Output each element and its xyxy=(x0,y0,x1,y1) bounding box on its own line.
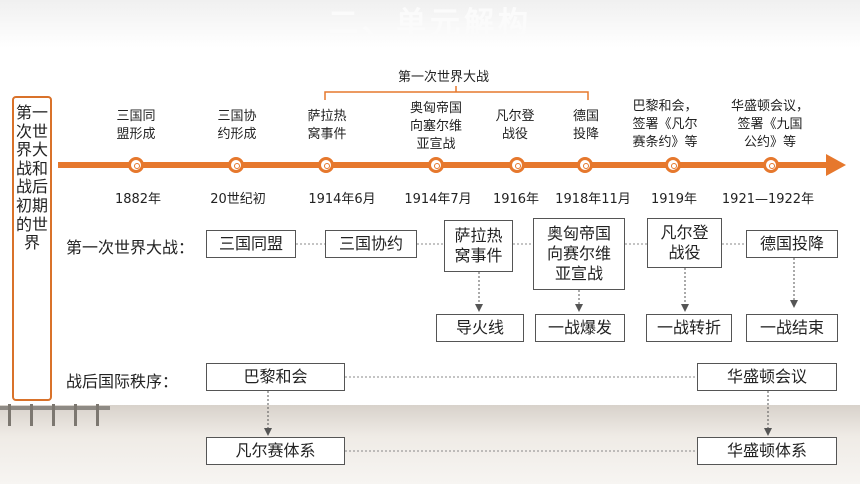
ww1-result-box: 一战结束 xyxy=(746,314,838,342)
timeline-node xyxy=(509,157,525,173)
timeline-node xyxy=(577,157,593,173)
timeline-event: 三国同 盟形成 xyxy=(116,109,156,142)
timeline-year: 20世纪初 xyxy=(210,192,266,207)
timeline-event: 巴黎和会， 签署《凡尔 赛条约》等 xyxy=(632,99,698,150)
timeline-node xyxy=(318,157,334,173)
timeline-event: 三国协 约形成 xyxy=(217,109,257,142)
timeline-node xyxy=(128,157,144,173)
ww1-box: 三国协约 xyxy=(325,230,417,258)
timeline-arrowhead xyxy=(826,154,846,176)
postwar-result-box: 华盛顿体系 xyxy=(697,437,837,465)
postwar-result-box: 凡尔赛体系 xyxy=(206,437,345,465)
ww1-bracket-label: 第一次世界大战 xyxy=(398,70,490,85)
timeline-year: 1921—1922年 xyxy=(721,192,815,207)
timeline-year: 1916年 xyxy=(492,192,540,207)
slide-title: 二、单元解构 xyxy=(328,6,532,41)
ww1-result-box: 一战爆发 xyxy=(535,314,625,342)
ww1-result-box: 导火线 xyxy=(436,314,524,342)
postwar-box: 华盛顿会议 xyxy=(697,363,837,391)
pier-graphic xyxy=(0,404,110,426)
timeline-event: 凡尔登 战役 xyxy=(495,109,535,142)
postwar-box: 巴黎和会 xyxy=(206,363,345,391)
timeline-event: 奥匈帝国 向塞尔维 亚宣战 xyxy=(409,101,462,152)
timeline-year: 1919年 xyxy=(650,192,698,207)
timeline-year: 1882年 xyxy=(114,192,162,207)
timeline-node xyxy=(228,157,244,173)
timeline-node xyxy=(665,157,681,173)
ww1-box: 三国同盟 xyxy=(206,230,296,258)
timeline-node xyxy=(428,157,444,173)
timeline-event: 德国 投降 xyxy=(572,109,599,142)
timeline-year: 1914年6月 xyxy=(308,192,376,207)
timeline-event: 萨拉热 窝事件 xyxy=(307,109,347,142)
timeline-event: 华盛顿会议， 签署《九国 公约》等 xyxy=(730,99,809,150)
ww1-row-label: 第一次世界大战： xyxy=(66,238,195,257)
title-band xyxy=(0,0,860,48)
postwar-row-label: 战后国际秩序： xyxy=(66,372,179,391)
ww1-box: 凡尔登 战役 xyxy=(647,218,722,268)
ww1-box: 奥匈帝国 向赛尔维 亚宣战 xyxy=(533,218,625,290)
side-topic-label: 第一次世界大战和战后初期的世界 xyxy=(15,103,48,253)
timeline-year: 1914年7月 xyxy=(404,192,472,207)
side-topic-box: 第一次世界大战和战后初期的世界 xyxy=(12,96,52,401)
ww1-box: 萨拉热 窝事件 xyxy=(444,220,513,272)
timeline-year: 1918年11月 xyxy=(555,192,631,207)
timeline-node xyxy=(763,157,779,173)
ww1-box: 德国投降 xyxy=(746,230,838,258)
ww1-result-box: 一战转折 xyxy=(646,314,732,342)
